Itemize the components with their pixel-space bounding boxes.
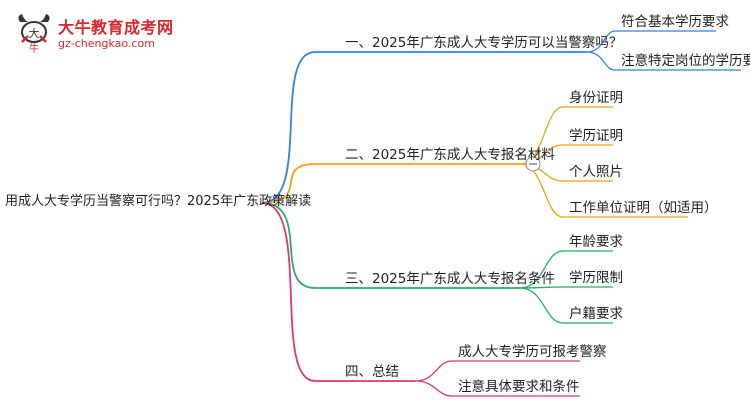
branch-1-connector <box>261 51 587 204</box>
branch-4-child-1-connector <box>414 360 580 382</box>
branch-1-child-2-connector <box>586 51 741 71</box>
logo: 大 牛 大牛教育成考网 gz-chengkao.com <box>14 12 184 58</box>
branch-1-child-2[interactable]: 注意特定岗位的学历要求 <box>621 53 750 69</box>
branch-3-child-1[interactable]: 年龄要求 <box>569 234 623 250</box>
branch-2-child-2[interactable]: 学历证明 <box>569 128 623 144</box>
branch-1-child-1-connector <box>586 30 716 53</box>
branch-4-child-2-connector <box>414 380 580 397</box>
branch-4-child-1[interactable]: 成人大专学历可报考警察 <box>458 344 607 360</box>
branch-1-label[interactable]: 一、2025年广东成人大专学历可以当警察吗？ <box>345 35 623 51</box>
root-topic: 用成人大专学历当警察可行吗？2025年广东政策解读 <box>5 194 312 209</box>
branch-3-child-3-connector <box>519 287 613 324</box>
branch-4-label[interactable]: 四、总结 <box>345 364 399 380</box>
mindmap-edges <box>261 30 741 397</box>
branch-4-child-2[interactable]: 注意具体要求和条件 <box>458 379 580 395</box>
branch-3-child-2-connector <box>519 286 613 289</box>
logo-title: 大牛教育成考网 <box>58 18 174 37</box>
svg-text:牛: 牛 <box>29 42 39 54</box>
bull-logo-icon: 大 牛 <box>18 14 50 54</box>
branch-3-child-2[interactable]: 学历限制 <box>569 270 623 286</box>
branch-3-label[interactable]: 三、2025年广东成人大专报名条件 <box>345 271 555 287</box>
branch-4-connector <box>261 202 415 382</box>
branch-3-child-3[interactable]: 户籍要求 <box>569 306 623 322</box>
branch-2-connector <box>261 163 520 204</box>
branch-1-child-1[interactable]: 符合基本学历要求 <box>621 14 729 30</box>
branch-3-child-1-connector <box>519 250 613 289</box>
svg-text:大: 大 <box>29 26 40 40</box>
branch-3-connector <box>261 202 520 289</box>
branch-2-label[interactable]: 二、2025年广东成人大专报名材料 <box>345 147 555 163</box>
branch-2-child-1[interactable]: 身份证明 <box>569 90 623 106</box>
branch-2-child-4[interactable]: 工作单位证明（如适用） <box>569 200 718 216</box>
branch-2-child-3[interactable]: 个人照片 <box>569 164 623 180</box>
logo-url: gz-chengkao.com <box>58 37 155 50</box>
